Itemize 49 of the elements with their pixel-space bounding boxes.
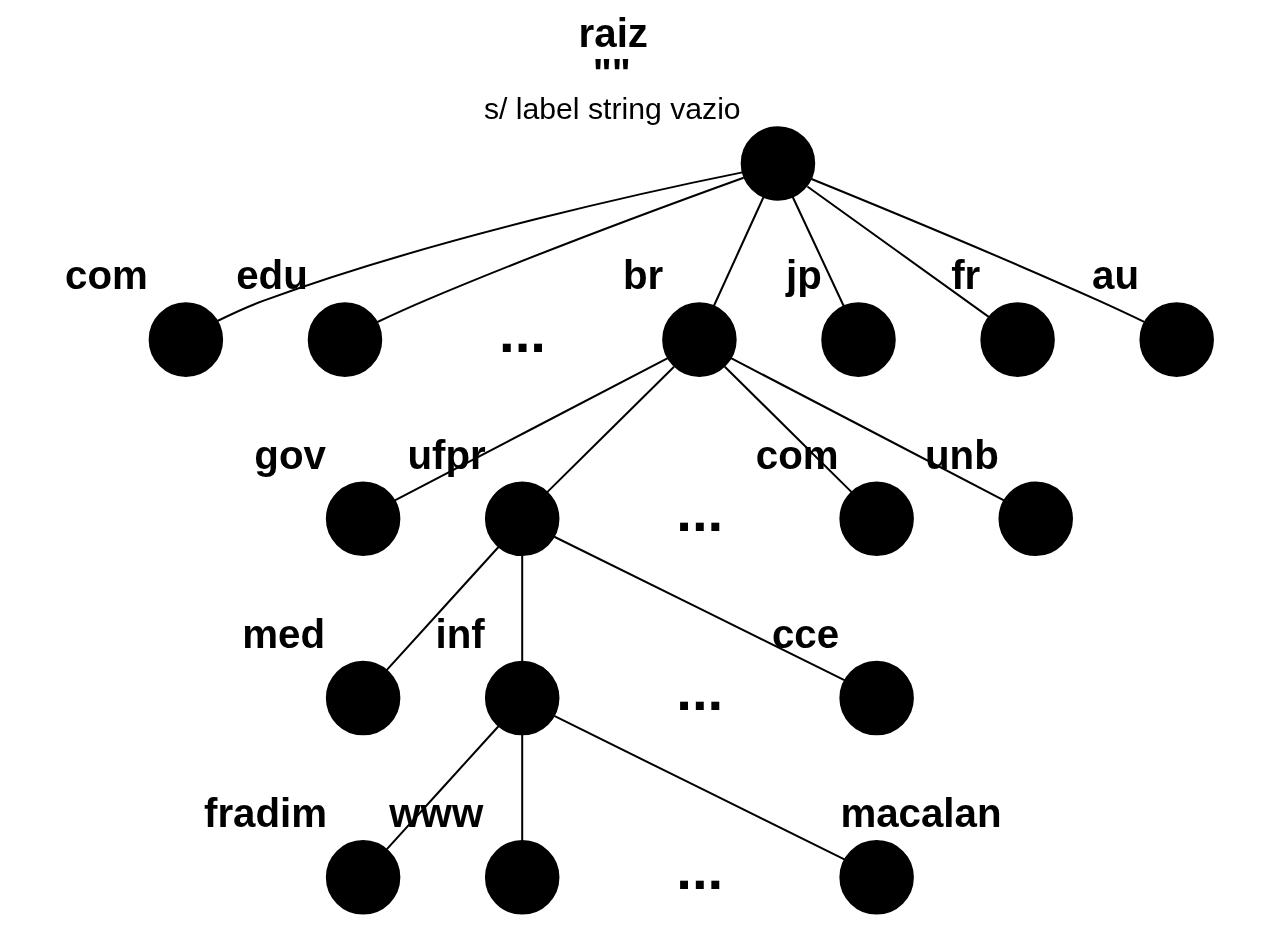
connector: [385, 546, 499, 671]
connector: [545, 366, 675, 494]
connector: [806, 185, 989, 318]
node-circle: [325, 660, 400, 736]
node-circle: [838, 840, 914, 915]
node-label: edu: [235, 253, 308, 299]
node-circle: [997, 481, 1073, 557]
node-circle: [148, 302, 223, 377]
label: ...: [675, 479, 723, 543]
connector: [553, 535, 845, 682]
node-circle: [325, 481, 400, 557]
node-label: fr: [950, 253, 980, 299]
node-circle: [484, 481, 559, 557]
node-label: cce: [771, 611, 839, 657]
connector: [810, 177, 1145, 323]
node-label: macalan: [839, 790, 1002, 836]
node-circle: [484, 660, 559, 736]
node-label: gov: [253, 432, 326, 478]
node-label: fradim: [203, 790, 327, 836]
node-circle: [1138, 302, 1214, 377]
node-label: jp: [785, 253, 822, 299]
connector: [216, 171, 743, 322]
node-circle: [484, 840, 559, 915]
node-circle: [820, 302, 896, 377]
node-circle: [661, 302, 737, 377]
node-circle: [740, 126, 815, 201]
node-label: ufpr: [406, 432, 486, 478]
connector: [520, 734, 523, 841]
node-label: med: [241, 611, 325, 657]
node-circle: [838, 481, 914, 557]
connector: [791, 196, 845, 307]
node-circle: [307, 302, 382, 377]
node-label: com: [64, 253, 148, 299]
node-label: unb: [924, 432, 999, 478]
connector: [375, 176, 744, 324]
connector: [730, 357, 1004, 502]
node-circle: [838, 660, 914, 736]
connector: [520, 555, 523, 662]
node-circle: [979, 302, 1055, 377]
label: ...: [675, 838, 723, 902]
connector: [553, 715, 845, 861]
node-label: inf: [435, 611, 485, 657]
label: ...: [675, 658, 723, 722]
node-label: br: [622, 253, 663, 299]
connector: [393, 357, 668, 502]
node-circle: [325, 840, 400, 915]
label: ...: [498, 300, 546, 364]
connector: [712, 196, 764, 307]
node-label: au: [1091, 253, 1139, 299]
